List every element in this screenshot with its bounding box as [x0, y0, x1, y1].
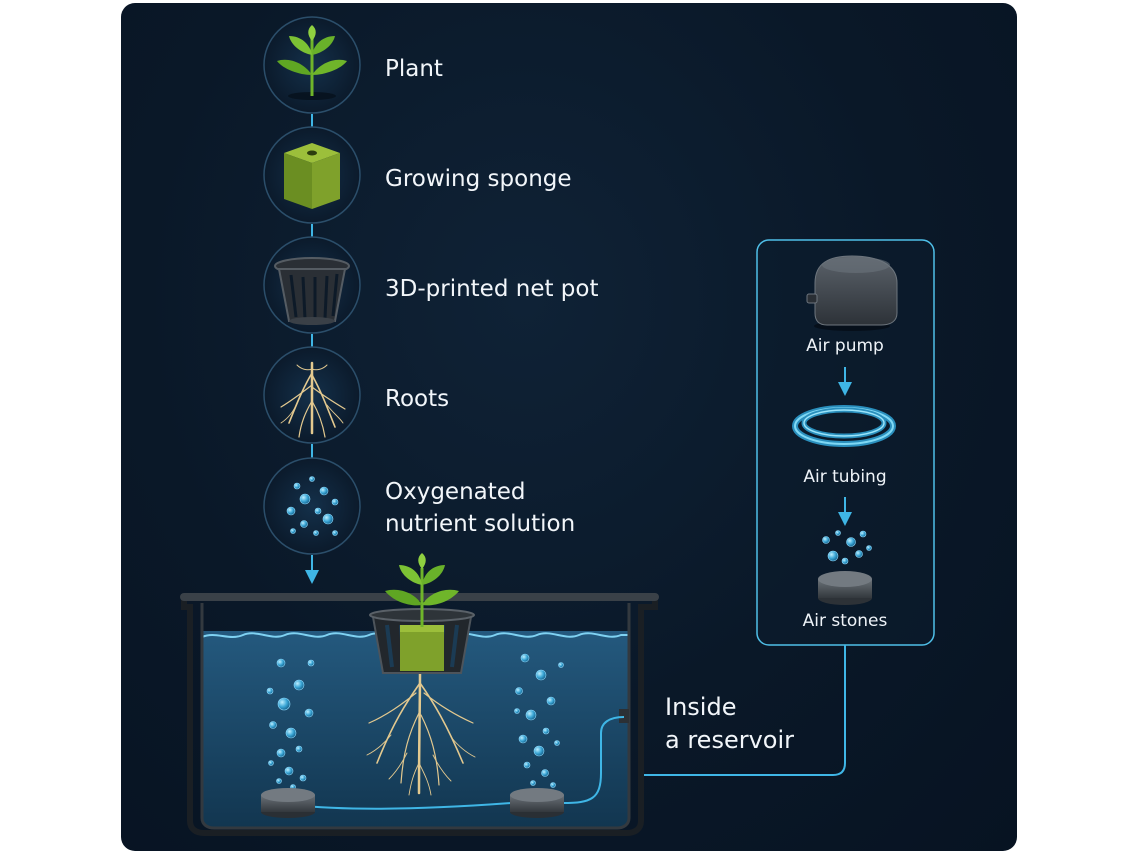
sponge-icon	[284, 143, 340, 209]
step-label-roots: Roots	[385, 386, 450, 412]
step-label-solution-line1: Oxygenated	[385, 479, 526, 505]
diagram-panel: Plant Growing sponge 3D-printed net pot …	[121, 3, 1017, 851]
hydroponics-diagram	[180, 16, 935, 836]
air-stone-icon	[818, 530, 872, 605]
plant-icon	[277, 25, 347, 100]
air-tubing-icon	[792, 405, 896, 447]
reservoir-air-tube	[292, 716, 625, 810]
reservoir-plant	[385, 553, 459, 628]
bubbles-icon	[286, 476, 339, 536]
air-pump-label: Air pump	[806, 336, 884, 356]
water	[202, 631, 629, 828]
step-label-sponge: Growing sponge	[385, 166, 572, 192]
air-pump-icon	[806, 255, 898, 331]
step-column	[263, 16, 361, 584]
reservoir-bubbles-left	[266, 658, 315, 790]
reservoir	[180, 553, 659, 836]
air-stones-label: Air stones	[802, 611, 888, 631]
reservoir-roots	[366, 669, 476, 796]
step-label-net-pot: 3D-printed net pot	[385, 276, 599, 302]
connector-tube-to-reservoir	[641, 645, 846, 776]
reservoir-air-stone-right	[510, 788, 564, 818]
net-pot-icon	[274, 257, 350, 325]
reservoir-air-stone-left	[261, 788, 315, 818]
step-circle-solution	[263, 457, 361, 555]
air-tubing-label: Air tubing	[803, 467, 887, 487]
roots-icon	[280, 361, 346, 438]
aeration-panel	[756, 239, 935, 646]
step-label-solution-line2: nutrient solution	[385, 511, 576, 537]
reservoir-label-line1: Inside	[665, 693, 737, 721]
step-label-plant: Plant	[385, 56, 443, 82]
reservoir-label-line2: a reservoir	[665, 726, 794, 754]
reservoir-bubbles-right	[514, 653, 564, 788]
